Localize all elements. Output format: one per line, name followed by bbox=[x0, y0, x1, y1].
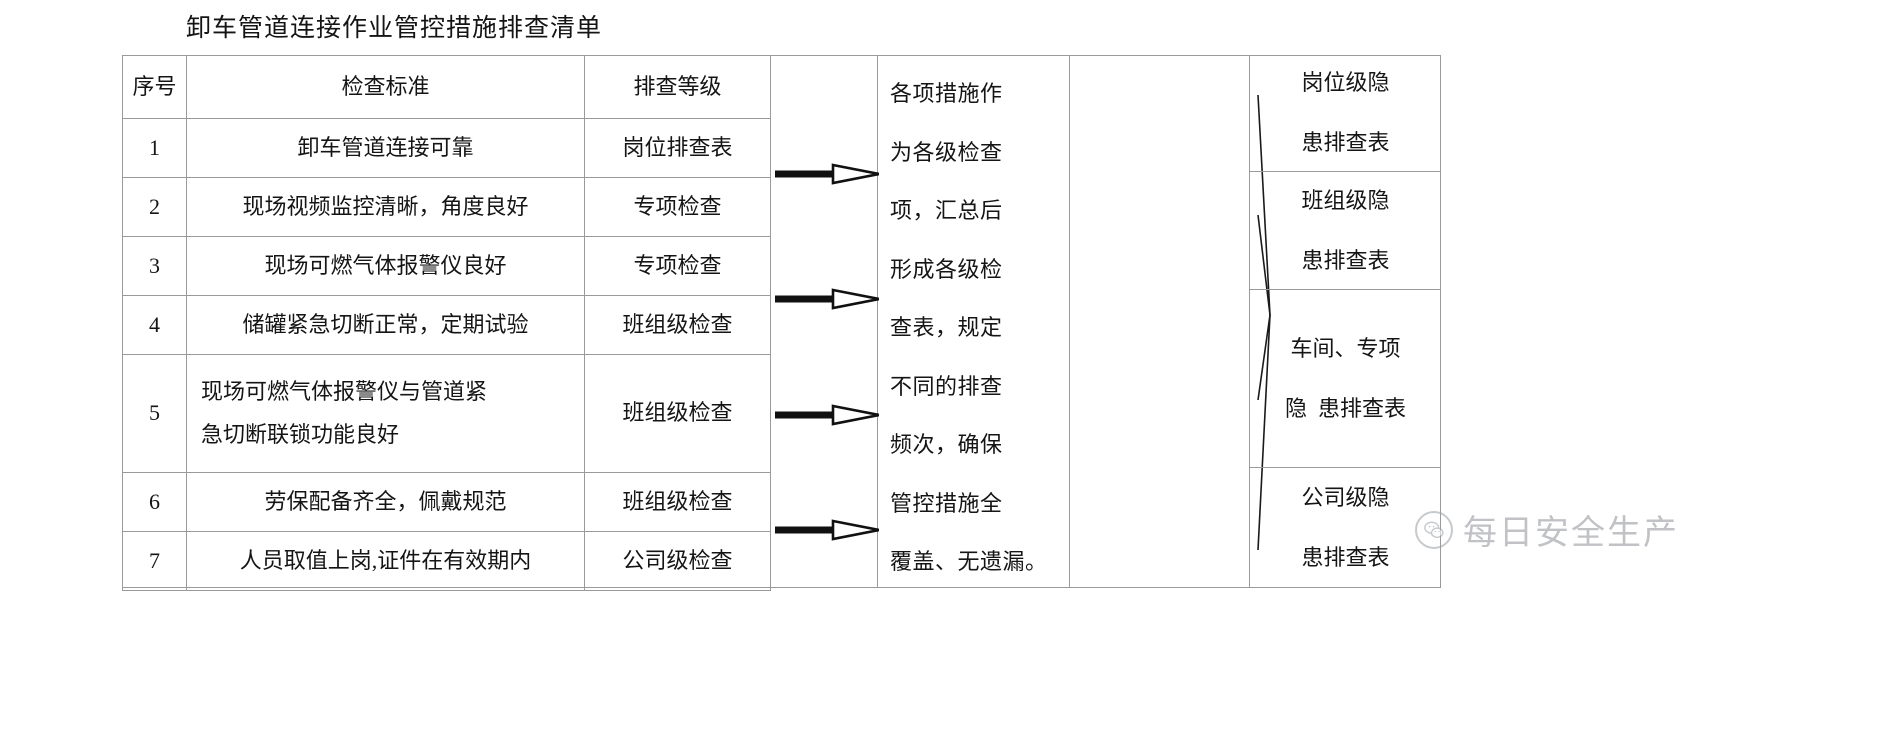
output-label-line-1: 岗位级隐 bbox=[1301, 70, 1390, 95]
summary-line: 形成各级检 bbox=[890, 256, 1003, 282]
watermark: 每日安全生产 bbox=[1415, 505, 1679, 554]
column-header-standard: 检查标准 bbox=[186, 55, 585, 119]
table-row: 6 劳保配备齐全，佩戴规范 班组级检查 bbox=[122, 472, 771, 532]
output-label-line-2: 患排查表 bbox=[1301, 130, 1390, 155]
output-label-line-1: 车间、专项 bbox=[1290, 335, 1401, 361]
summary-paragraph: 各项措施作 为各级检查 项，汇总后 形成各级检 查表，规定 不同的排查 频次，确… bbox=[878, 55, 1070, 588]
row-standard-line-2: 急切断联锁功能良好 bbox=[201, 421, 400, 447]
arrow-right-open-head-icon bbox=[775, 518, 879, 542]
table-row: 7 人员取值上岗,证件在有效期内 公司级检查 bbox=[122, 531, 771, 591]
row-no: 3 bbox=[122, 236, 187, 296]
output-label-line-1: 公司级隐 bbox=[1301, 485, 1390, 510]
row-no: 2 bbox=[122, 177, 187, 237]
row-standard: 劳保配备齐全，佩戴规范 bbox=[186, 472, 585, 532]
row-standard: 现场可燃气体报警仪与管道紧 急切断联锁功能良好 bbox=[186, 354, 585, 473]
row-no: 5 bbox=[122, 354, 187, 473]
row-level: 专项检查 bbox=[584, 177, 771, 237]
summary-line: 不同的排查 bbox=[890, 373, 1003, 399]
row-level: 岗位排查表 bbox=[584, 118, 771, 178]
output-label-line-2: 隐 患排查表 bbox=[1284, 395, 1406, 421]
row-level: 专项检查 bbox=[584, 236, 771, 296]
row-level: 班组级检查 bbox=[584, 354, 771, 473]
row-no: 1 bbox=[122, 118, 187, 178]
row-level: 班组级检查 bbox=[584, 295, 771, 355]
fan-connector-column bbox=[1070, 55, 1250, 588]
table-row: 1 卸车管道连接可靠 岗位排查表 bbox=[122, 118, 771, 178]
summary-line: 为各级检查 bbox=[890, 139, 1003, 165]
output-table-item: 公司级隐 患排查表 bbox=[1250, 468, 1441, 588]
row-standard-line-1: 现场可燃气体报警仪与管道紧 bbox=[201, 378, 488, 404]
summary-line: 查表，规定 bbox=[890, 315, 1003, 340]
summary-line: 覆盖、无遗漏。 bbox=[890, 549, 1048, 574]
column-header-no: 序号 bbox=[122, 55, 187, 119]
row-standard: 人员取值上岗,证件在有效期内 bbox=[186, 531, 585, 591]
row-level: 公司级检查 bbox=[584, 531, 771, 591]
summary-line: 频次，确保 bbox=[890, 432, 1003, 457]
fan-connector-lines bbox=[1257, 94, 1271, 551]
arrow-right-open-head-icon bbox=[775, 162, 879, 186]
table-row: 3 现场可燃气体报警仪良好 专项检查 bbox=[122, 236, 771, 296]
output-table-item: 岗位级隐 患排查表 bbox=[1250, 55, 1441, 172]
output-table-item: 班组级隐 患排查表 bbox=[1250, 172, 1441, 290]
output-table-item: 车间、专项 隐 患排查表 bbox=[1250, 290, 1441, 468]
checklist-table: 序号 检查标准 排查等级 1 卸车管道连接可靠 岗位排查表 2 现场视频监控清晰… bbox=[122, 55, 771, 591]
output-label-line-1: 班组级隐 bbox=[1301, 187, 1390, 213]
row-standard: 现场视频监控清晰，角度良好 bbox=[186, 177, 585, 237]
output-label-line-2: 患排查表 bbox=[1301, 247, 1390, 273]
arrow-right-open-head-icon bbox=[775, 287, 879, 311]
table-row: 2 现场视频监控清晰，角度良好 专项检查 bbox=[122, 177, 771, 237]
summary-line: 管控措施全 bbox=[890, 490, 1003, 516]
table-row: 5 现场可燃气体报警仪与管道紧 急切断联锁功能良好 班组级检查 bbox=[122, 354, 771, 473]
summary-line: 各项措施作 bbox=[890, 81, 1003, 106]
watermark-text: 每日安全生产 bbox=[1463, 515, 1679, 552]
page-title: 卸车管道连接作业管控措施排查清单 bbox=[186, 15, 603, 42]
output-tables-stack: 岗位级隐 患排查表 班组级隐 患排查表 车间、专项 隐 患排查表 公司级隐 患排… bbox=[1250, 55, 1441, 588]
row-standard: 卸车管道连接可靠 bbox=[186, 118, 585, 178]
row-standard: 储罐紧急切断正常，定期试验 bbox=[186, 295, 585, 355]
arrow-right-open-head-icon bbox=[775, 403, 879, 427]
row-no: 7 bbox=[122, 531, 187, 591]
arrow-column bbox=[770, 55, 879, 588]
row-no: 6 bbox=[122, 472, 187, 532]
row-standard: 现场可燃气体报警仪良好 bbox=[186, 236, 585, 296]
table-row: 4 储罐紧急切断正常，定期试验 班组级检查 bbox=[122, 295, 771, 355]
output-label-line-2: 患排查表 bbox=[1301, 545, 1390, 570]
row-no: 4 bbox=[122, 295, 187, 355]
table-header-row: 序号 检查标准 排查等级 bbox=[122, 55, 771, 119]
summary-line: 项，汇总后 bbox=[890, 198, 1003, 223]
row-level: 班组级检查 bbox=[584, 472, 771, 532]
column-header-level: 排查等级 bbox=[584, 55, 771, 119]
